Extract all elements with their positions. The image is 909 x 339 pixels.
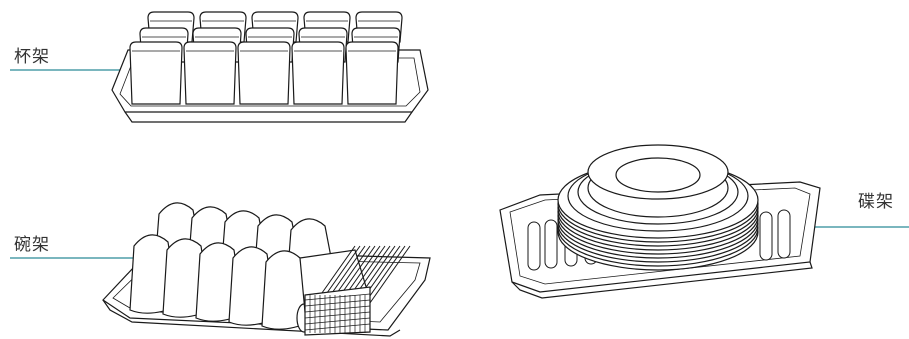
cup-rack-drawing bbox=[112, 12, 428, 122]
tray-slot bbox=[528, 222, 540, 270]
tray-slot bbox=[545, 220, 557, 268]
dish-rack-drawing bbox=[500, 145, 820, 298]
tray-slot bbox=[778, 210, 790, 258]
bowl-rack-drawing bbox=[103, 203, 430, 336]
tray-slot bbox=[760, 212, 772, 260]
